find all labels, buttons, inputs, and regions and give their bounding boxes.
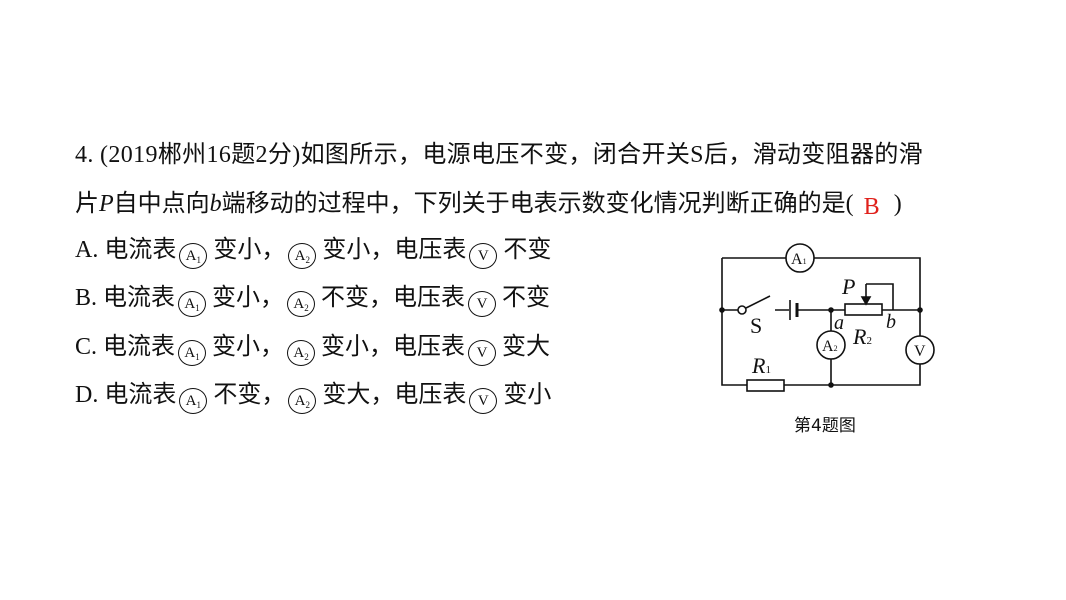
ammeter-a2-icon: A2: [287, 291, 316, 317]
p-label: P: [841, 274, 855, 299]
voltmeter-icon: [905, 335, 935, 365]
ammeter-a1-icon: [785, 243, 815, 273]
battery-icon: [789, 300, 799, 320]
text: 变大，电压表: [322, 382, 467, 408]
ammeter-a1-icon: A1: [179, 243, 208, 269]
a-label: a: [834, 312, 844, 334]
junction-dots: [719, 307, 923, 388]
var-b: b: [209, 191, 222, 217]
a2-label: A2: [822, 338, 838, 355]
text: 变小，: [213, 237, 286, 263]
slider-arrow-icon: [860, 284, 872, 306]
wires: [721, 257, 921, 386]
switch-label: S: [750, 313, 762, 338]
voltmeter-icon: V: [468, 291, 497, 317]
text: 片: [75, 191, 99, 217]
text: 不变，: [213, 382, 286, 408]
var-p: P: [99, 191, 114, 217]
v-label: V: [914, 343, 926, 360]
ammeter-a1-icon: A1: [178, 340, 207, 366]
voltmeter-icon: V: [468, 340, 497, 366]
text: 不变，电压表: [321, 285, 466, 311]
voltmeter-icon: V: [469, 388, 498, 414]
text: A. 电流表: [75, 237, 177, 263]
resistor-r1: [746, 379, 785, 392]
a1-label: A1: [791, 251, 807, 268]
text: C. 电流表: [75, 334, 176, 360]
r1-label: R1: [751, 353, 771, 378]
question-line-2: 片P自中点向b端移动的过程中，下列关于电表示数变化情况判断正确的是( B): [75, 189, 902, 220]
r2-label: R2: [852, 324, 872, 349]
figure-caption: 第4题图: [794, 416, 856, 436]
text: 自中点向: [113, 191, 210, 217]
ammeter-a2-icon: A2: [288, 243, 317, 269]
rheostat-r2: [844, 303, 883, 316]
ammeter-a1-icon: A1: [178, 291, 207, 317]
text: 不变: [503, 237, 552, 263]
switch-contact-icon: [737, 305, 747, 315]
text: ): [893, 191, 902, 217]
text: 不变: [502, 285, 551, 311]
text: 变小: [503, 382, 552, 408]
ammeter-a2-icon: [816, 330, 846, 360]
ammeter-a1-icon: A1: [179, 388, 208, 414]
text: 变小，电压表: [322, 237, 467, 263]
text: 变小，: [212, 334, 285, 360]
answer: B: [863, 194, 880, 220]
ammeter-a2-icon: A2: [287, 340, 316, 366]
text: 变小，: [212, 285, 285, 311]
text: D. 电流表: [75, 382, 177, 408]
b-label: b: [886, 311, 896, 333]
text: B. 电流表: [75, 285, 176, 311]
text: 端移动的过程中，下列关于电表示数变化情况判断正确的是(: [221, 191, 854, 217]
voltmeter-icon: V: [469, 243, 498, 269]
ammeter-a2-icon: A2: [288, 388, 317, 414]
question-line-1: 4. (2019郴州16题2分)如图所示，电源电压不变，闭合开关S后，滑动变阻器…: [75, 142, 924, 168]
text: 变小，电压表: [321, 334, 466, 360]
text: 变大: [502, 334, 551, 360]
